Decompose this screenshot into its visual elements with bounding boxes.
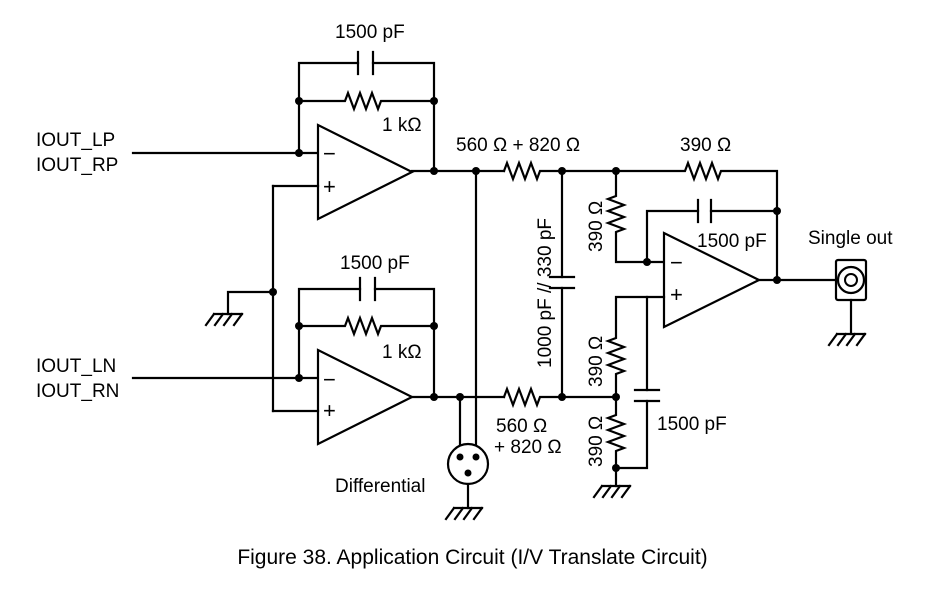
op-amp-top-plus: + [323, 174, 336, 199]
noninverting-ground-capacitor-label: 1500 pF [657, 414, 727, 435]
series-resistor-top: 560 Ω + 820 Ω [456, 135, 618, 183]
bottom-feedback-resistor-label: 1 kΩ [382, 342, 422, 363]
op-amp-bottom [316, 348, 415, 446]
output-stage: 390 Ω 1500 pF 390 Ω − + 390 Ω 390 Ω 1500… [586, 135, 838, 499]
top-feedback-capacitor-label: 1500 pF [335, 22, 405, 43]
output-feedback-resistor-label: 390 Ω [680, 135, 731, 156]
op-amp-bottom-plus: + [323, 398, 336, 423]
input-label-rn: IOUT_RN [36, 381, 119, 402]
op-amp-bottom-minus: − [323, 367, 336, 392]
top-iv-stage: − + [131, 50, 506, 221]
op-amp-top [316, 123, 415, 221]
bottom-feedback-capacitor-label: 1500 pF [340, 253, 410, 274]
differential-filter-capacitor: 1000 pF // 330 pF [535, 167, 576, 401]
input-label-ln: IOUT_LN [36, 356, 116, 377]
noninverting-ground-resistor-label: 390 Ω [586, 416, 607, 467]
differential-filter-capacitor-label: 1000 pF // 330 pF [535, 218, 556, 368]
series-resistor-top-label: 560 Ω + 820 Ω [456, 135, 580, 156]
single-out-label: Single out [808, 228, 893, 249]
op-amp-output-minus: − [670, 250, 683, 275]
input-label-lp: IOUT_LP [36, 130, 115, 151]
op-amp-output [662, 231, 762, 329]
bottom-iv-stage: − + [131, 276, 506, 446]
input-label-rp: IOUT_RP [36, 155, 118, 176]
series-resistor-bottom-label-2: + 820 Ω [494, 437, 562, 458]
op-amp-top-minus: − [323, 141, 336, 166]
inverting-input-resistor-label: 390 Ω [586, 201, 607, 252]
series-resistor-bottom: 560 Ω + 820 Ω [494, 385, 618, 458]
ground-reference-net [204, 184, 277, 413]
noninverting-input-resistor-label: 390 Ω [586, 336, 607, 387]
output-feedback-capacitor-label: 1500 pF [697, 231, 767, 252]
figure-caption: Figure 38. Application Circuit (I/V Tran… [237, 546, 708, 569]
top-feedback-resistor-label: 1 kΩ [382, 115, 422, 136]
differential-connector-icon [446, 442, 490, 486]
op-amp-output-plus: + [670, 282, 683, 307]
differential-output: Differential [335, 169, 490, 521]
single-output: Single out [808, 228, 893, 347]
differential-label: Differential [335, 476, 425, 497]
ground-symbol-left [204, 312, 244, 327]
series-resistor-bottom-label-1: 560 Ω [496, 416, 547, 437]
